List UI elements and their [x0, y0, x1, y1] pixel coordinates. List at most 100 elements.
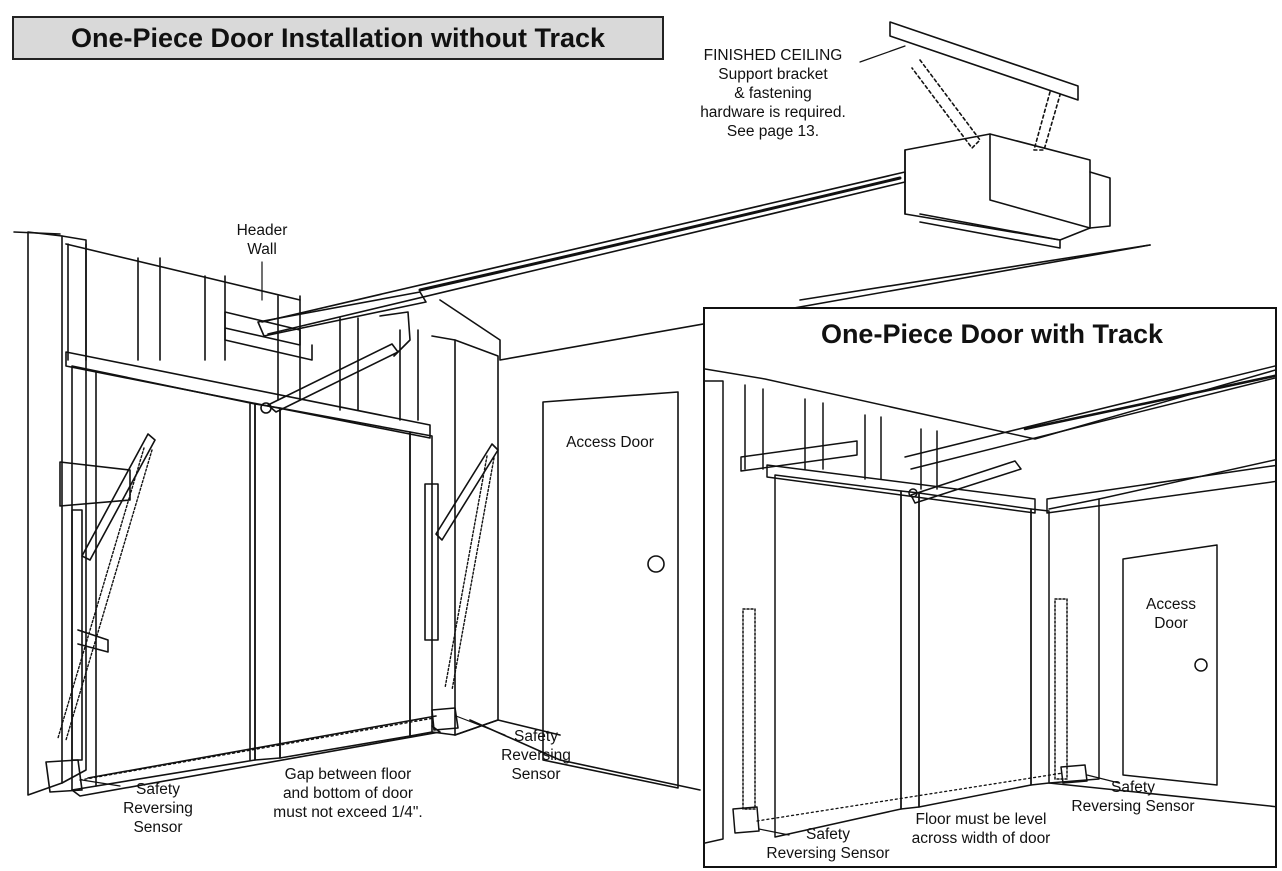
sensor-right-device [431, 707, 459, 731]
inset-sensor-left-line-2: Reversing Sensor [766, 845, 890, 862]
inset-opener-arm [910, 460, 1022, 504]
inset-with-track: One-Piece Door with Track Access Door Sa… [703, 307, 1277, 868]
door-panel-left [71, 365, 256, 791]
sensor-left-line-1: Safety [136, 781, 180, 798]
access-door-knob [647, 555, 665, 573]
inset-access-line-2: Door [1154, 615, 1188, 632]
ceiling-leader [859, 45, 906, 63]
rail-chain [418, 176, 902, 292]
ceiling-bracket-strap-left [911, 59, 981, 149]
inset-pivot-bolt [908, 488, 918, 498]
inset-floor-note: Floor must be level across width of door [891, 810, 1071, 848]
inset-left-spring [742, 608, 756, 810]
inset-right-wall [1098, 459, 1275, 500]
side-wall [454, 339, 499, 736]
ceiling-note-line-4: hardware is required. [700, 104, 846, 121]
header-wall-label: Header Wall [222, 221, 302, 259]
gap-note-line-1: Gap between floor [284, 766, 412, 783]
inset-sensor-right-leader [1086, 774, 1120, 784]
inset-access-door [1122, 544, 1218, 786]
inset-sensor-left-leader [758, 828, 790, 836]
opener-light-lens [1089, 171, 1111, 229]
top-plate [65, 243, 431, 439]
main-title: One-Piece Door Installation without Trac… [12, 16, 664, 60]
sensor-right-label: Safety Reversing Sensor [486, 727, 586, 784]
left-jamb [27, 231, 63, 796]
door-panel-left-inner [95, 371, 251, 787]
inset-left-jamb [705, 380, 724, 844]
sensor-left-device [45, 759, 83, 793]
right-jamb [431, 335, 456, 736]
ceiling-note-line-2: Support bracket [718, 66, 828, 83]
header-block [224, 311, 313, 361]
stud-1 [67, 243, 87, 361]
inset-rail-chain [1023, 374, 1275, 431]
ceiling-note-line-1: FINISHED CEILING [703, 47, 843, 64]
sensor-left-line-2: Reversing [123, 800, 193, 817]
inset-sensor-left-label: Safety Reversing Sensor [753, 825, 903, 863]
inset-door-head [766, 464, 1036, 514]
gap-note: Gap between floor and bottom of door mus… [248, 765, 448, 822]
door-bottom [71, 715, 441, 797]
opener-arm-bracket [257, 291, 427, 337]
inset-sensor-right-line-1: Safety [1111, 779, 1155, 796]
sensor-beam [79, 717, 435, 781]
inset-sensor-left-line-1: Safety [806, 826, 850, 843]
sensor-right-line-2: Reversing [501, 747, 571, 764]
right-wall-top-line [799, 244, 1151, 301]
door-right-post [409, 431, 433, 737]
ceiling-note: FINISHED CEILING Support bracket & faste… [688, 46, 858, 141]
inset-right-track [1046, 464, 1275, 514]
inset-floor-line-2: across width of door [911, 830, 1051, 847]
door-panel-right [279, 407, 411, 759]
stud-6 [399, 329, 419, 421]
inset-access-door-label: Access Door [1125, 595, 1217, 633]
access-door-label: Access Door [566, 434, 654, 451]
opener-base [919, 213, 1061, 249]
inset-left-track [740, 440, 858, 472]
door-center-post [254, 403, 281, 761]
inset-rail [904, 365, 1275, 470]
stud-4 [277, 295, 301, 401]
access-door-frame [542, 391, 679, 789]
sensor-left-line-3: Sensor [133, 819, 183, 836]
opener-housing-face [904, 133, 1091, 229]
sensor-right-leader [455, 715, 506, 736]
right-bracket [424, 483, 439, 641]
left-spring-plate [71, 509, 109, 761]
inset-sensor-beam [756, 772, 1064, 822]
opener-straight-arm [379, 311, 411, 357]
left-bracket [59, 461, 131, 507]
gap-note-line-3: must not exceed 1/4". [273, 804, 423, 821]
inset-sensor-right-line-2: Reversing Sensor [1071, 798, 1195, 815]
left-arm [81, 433, 156, 561]
inset-access-line-1: Access [1146, 596, 1196, 613]
header-wall-line-1: Header [236, 222, 288, 239]
inset-door-right [918, 492, 1032, 808]
inset-sensor-left-device [732, 806, 760, 834]
right-spring [444, 455, 495, 691]
inset-stud-1 [744, 384, 764, 470]
inset-floor-line-1: Floor must be level [915, 811, 1047, 828]
header-wall-line-2: Wall [247, 241, 277, 258]
ceiling-note-line-5: See page 13. [726, 123, 820, 140]
right-arm [435, 443, 499, 541]
inset-ceiling-line [705, 368, 1275, 440]
inset-floor-line [1048, 782, 1275, 808]
stud-2 [137, 257, 161, 361]
ceiling-note-line-3: & fastening [734, 85, 812, 102]
inset-side-wall [1048, 498, 1100, 784]
sensor-left-leader [81, 779, 121, 787]
inset-right-spring [1054, 598, 1068, 780]
left-jamb-face [61, 235, 87, 784]
ceiling-bracket [889, 21, 1079, 101]
gap-note-line-2: and bottom of door [282, 785, 414, 802]
stud-5 [339, 317, 359, 411]
inset-door-left [774, 474, 902, 838]
inset-sensor-right-label: Safety Reversing Sensor [1053, 778, 1213, 816]
inset-door-post-right [1030, 508, 1050, 786]
inset-access-knob [1194, 658, 1208, 672]
ceiling-bracket-strap-right [1033, 91, 1061, 151]
